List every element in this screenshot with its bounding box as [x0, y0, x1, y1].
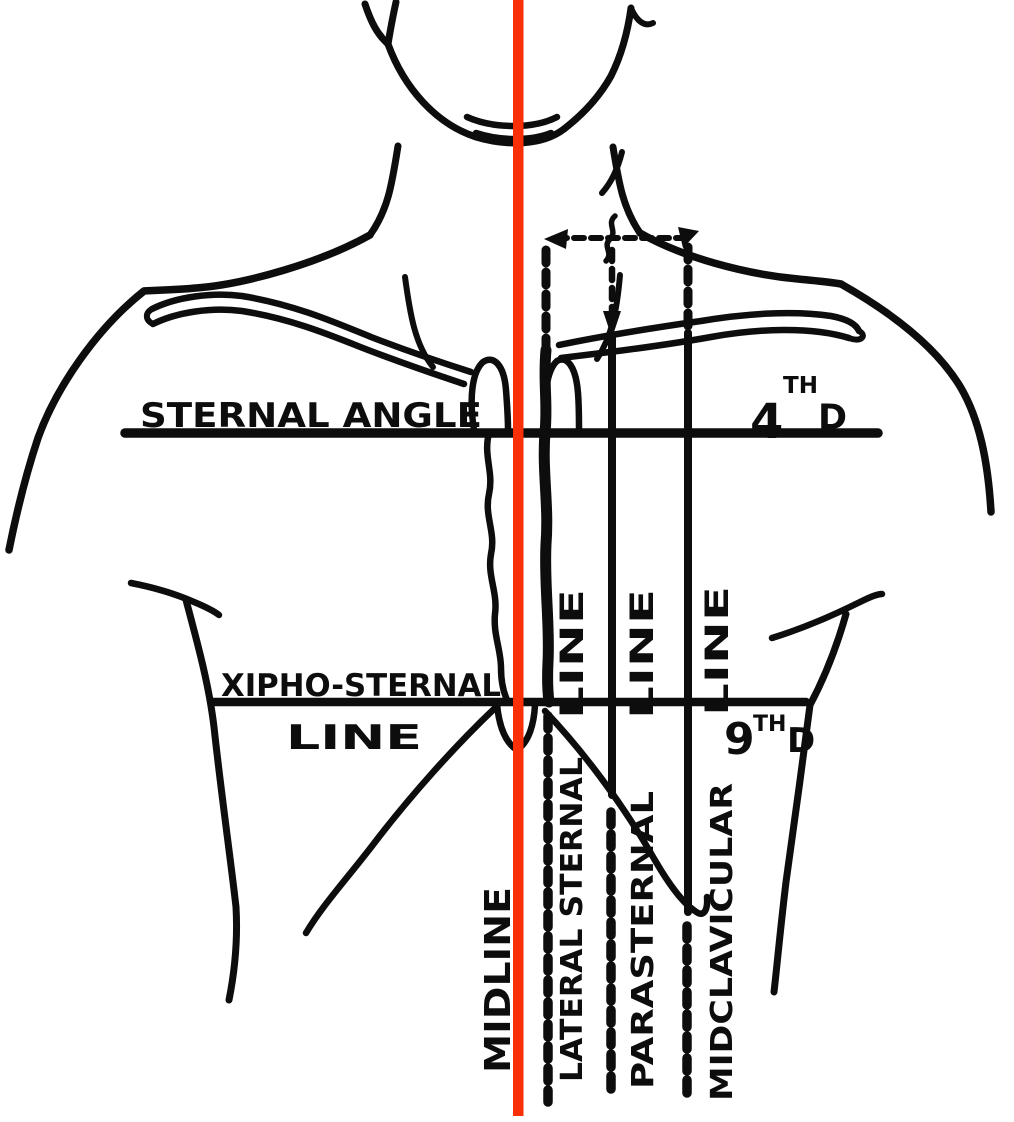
right-clavicle-tip [846, 328, 866, 343]
midline-label: MIDLINE [478, 887, 519, 1073]
midclavicular-label-line: LINE [698, 586, 736, 716]
fourth-interspace-number: 4 [750, 394, 783, 450]
fourth-interspace-ordinal: TH [783, 373, 818, 399]
midpoint-break-mark-icon [603, 213, 618, 264]
right-clavicle-lower-edge [557, 326, 853, 362]
left-arrowhead-icon [544, 229, 568, 249]
jaw-left-fork [361, 0, 392, 48]
labels: STERNAL ANGLE 4 TH D XIPHO-STERNAL LINE … [140, 373, 847, 1101]
left-clavicle-lower-edge [149, 306, 468, 388]
parasternal-line [603, 246, 621, 1100]
half-distance-arrow [544, 213, 699, 264]
neck-right [609, 143, 644, 237]
lateral-sternal-label: LATERAL STERNAL [555, 757, 590, 1082]
lateral-sternal-line [538, 245, 555, 1107]
chin-right-stroke [599, 149, 625, 196]
lateral-sternal-solid [538, 344, 555, 708]
flank-right [770, 610, 850, 996]
neck-left [366, 142, 402, 239]
torso-outline [5, 0, 995, 1004]
ninth-interspace-suffix: D [787, 721, 815, 761]
sternum-region [302, 429, 711, 937]
midclavicular-line [682, 242, 693, 1105]
xipho-sternal-label-line: LINE [286, 718, 422, 758]
left-clavicle-upper-edge [148, 291, 475, 376]
costal-margin-left [302, 704, 499, 937]
costal-margin-right [541, 707, 711, 917]
down-arrowhead-icon [603, 311, 621, 338]
lip-upper [463, 113, 561, 130]
clavicles [143, 291, 866, 434]
flank-left [182, 596, 241, 1004]
shoulder-arm-left [5, 287, 148, 554]
parasternal-label-line: LINE [623, 589, 661, 719]
lateral-sternal-label-line: LINE [553, 589, 591, 719]
sternum-left-edge [483, 429, 512, 706]
ninth-interspace-ordinal: TH [753, 712, 786, 737]
jaw-right [560, 4, 635, 133]
midline-red-line [513, 0, 524, 1116]
left-clavicle-tip [143, 306, 156, 327]
ninth-interspace-number: 9 [724, 714, 755, 765]
xipho-sternal-label: XIPHO-STERNAL [221, 668, 501, 704]
parasternal-label: PARASTERNAL [626, 791, 661, 1089]
fourth-interspace-suffix: D [818, 398, 847, 438]
jaw-right-fork [628, 5, 656, 28]
midclavicular-label: MIDCLAVICULAR [705, 783, 740, 1101]
right-clavicle-upper-edge [555, 309, 863, 349]
axilla-left [127, 579, 223, 619]
trapezius-right [636, 229, 845, 288]
right-arrowhead-icon [678, 227, 699, 248]
jaw-left-fork-b [384, 0, 400, 48]
sternal-angle-label: STERNAL ANGLE [140, 396, 482, 436]
axilla-right [768, 590, 886, 642]
trapezius-left [140, 231, 374, 295]
shoulder-arm-right [837, 280, 995, 516]
chin-outline [384, 40, 568, 147]
sternoclavicular-bump-left [468, 356, 512, 434]
